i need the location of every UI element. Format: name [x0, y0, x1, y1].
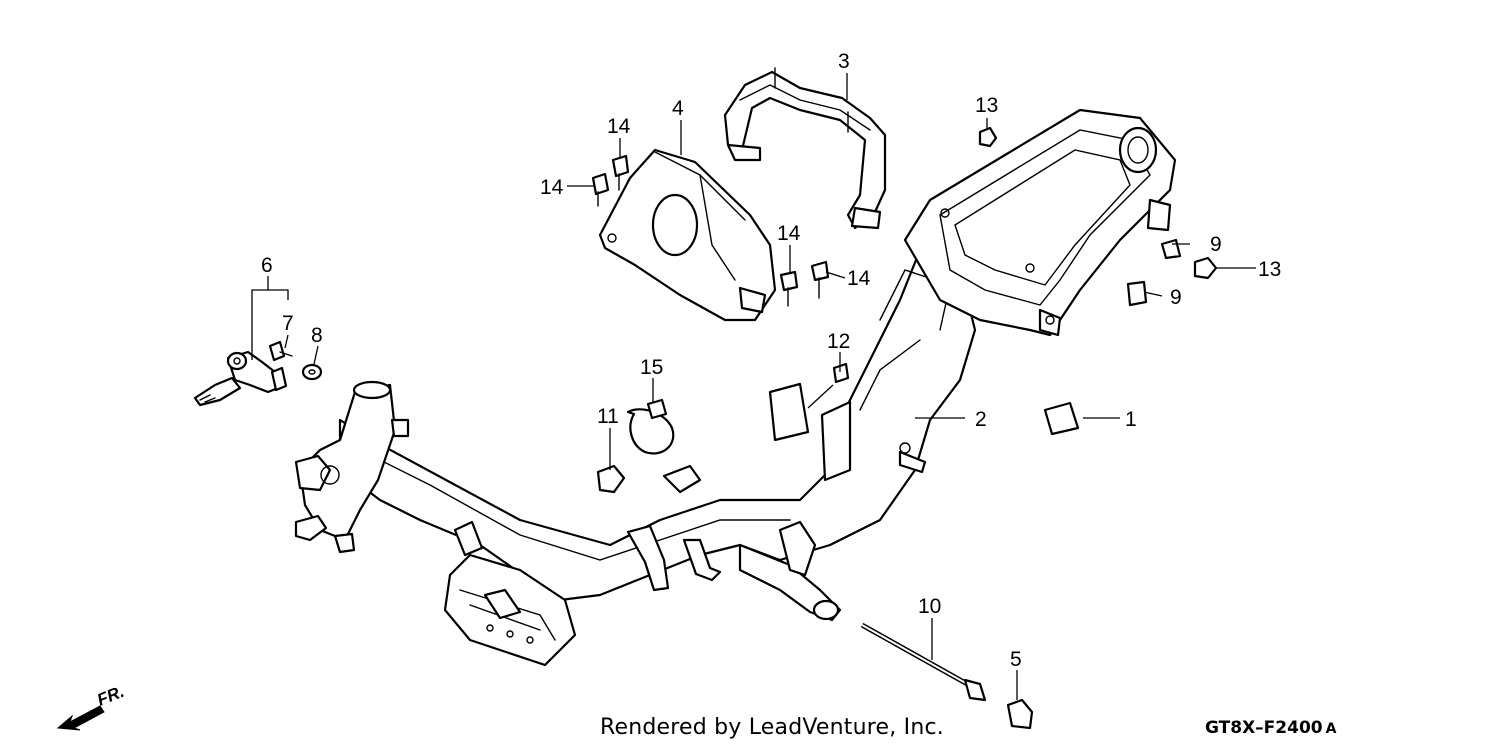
callout-10: 10 — [918, 595, 941, 618]
callout-9-lower: 9 — [1170, 286, 1182, 309]
part-6-lock-set[interactable] — [193, 350, 288, 407]
callout-13-upper: 13 — [975, 94, 998, 117]
tube-clamps — [453, 464, 817, 592]
gusset-plate — [820, 400, 927, 482]
part-7-screw[interactable] — [268, 340, 293, 362]
render-credit: Rendered by LeadVenture, Inc. — [600, 715, 944, 740]
callout-14-right: 14 — [847, 267, 871, 290]
diagram-code-suffix: A — [1325, 721, 1337, 737]
part-4-cover[interactable] — [598, 148, 777, 322]
leader-lines — [251, 73, 1256, 700]
front-label: FR. — [94, 682, 127, 710]
callout-7: 7 — [282, 312, 294, 335]
callout-13-right: 13 — [1258, 258, 1281, 281]
front-direction-arrow: FR. — [56, 682, 127, 731]
part-9-collars[interactable] — [1126, 238, 1182, 307]
part-1-plate[interactable] — [1043, 401, 1080, 436]
callout-4: 4 — [672, 97, 684, 120]
callout-5: 5 — [1010, 648, 1022, 671]
callout-2: 2 — [975, 408, 987, 431]
callout-1: 1 — [1125, 408, 1137, 431]
part-12-clip[interactable] — [768, 362, 850, 442]
part-11-nut[interactable] — [596, 464, 626, 494]
frame-body[interactable] — [338, 248, 977, 622]
head-pipe[interactable] — [294, 380, 410, 554]
callout-11: 11 — [597, 405, 619, 428]
part-3-bracket[interactable] — [723, 67, 887, 230]
callout-15: 15 — [640, 356, 663, 379]
part-15-band[interactable] — [626, 398, 675, 455]
callout-14-mid: 14 — [777, 222, 801, 245]
part-10-long-bolt[interactable] — [860, 622, 987, 702]
part-8-washer[interactable] — [301, 363, 323, 381]
callout-14-left: 14 — [540, 176, 564, 199]
part-5-cap[interactable] — [1006, 698, 1034, 730]
center-bracket[interactable] — [443, 553, 577, 667]
part-14-bolts[interactable] — [591, 154, 830, 307]
diagram-code-main: GT8X–F2400 — [1205, 718, 1323, 738]
rear-upper-frame[interactable] — [903, 108, 1177, 337]
callout-numbers: 1 2 3 4 5 6 7 8 9 9 10 11 12 13 13 14 14… — [261, 50, 1281, 671]
callout-14-top: 14 — [607, 115, 631, 138]
callout-9-upper: 9 — [1210, 233, 1222, 256]
callout-3: 3 — [838, 50, 850, 73]
callout-6: 6 — [261, 254, 273, 277]
callout-8: 8 — [311, 324, 323, 347]
callout-12: 12 — [827, 330, 850, 353]
front-arrow-icon — [56, 705, 105, 731]
part-13-nuts[interactable] — [978, 126, 1218, 280]
